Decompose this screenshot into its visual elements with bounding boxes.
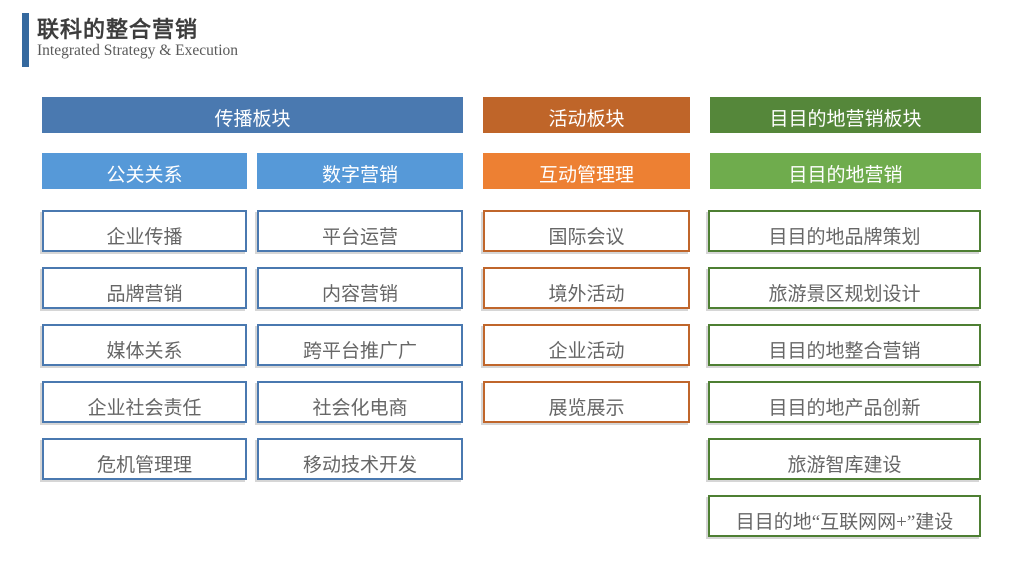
item-box: 平台运营 (257, 210, 463, 252)
title-accent-bar (22, 13, 29, 67)
section-header-events: 活动板块 (483, 97, 690, 133)
item-box: 展览展示 (483, 381, 690, 423)
page-subtitle: Integrated Strategy & Execution (37, 42, 239, 59)
item-box: 内容营销 (257, 267, 463, 309)
item-box: 旅游智库建设 (708, 438, 981, 480)
item-box: 社会化电商 (257, 381, 463, 423)
item-box: 跨平台推广广 (257, 324, 463, 366)
item-box: 媒体关系 (42, 324, 247, 366)
page-title: 联科的整合营销 (37, 17, 199, 42)
section-header-communication: 传播板块 (42, 97, 463, 133)
subheader-public-relations: 公关关系 (42, 153, 247, 189)
item-box: 移动技术开发 (257, 438, 463, 480)
item-box: 目目的地“互联网网+”建设 (708, 495, 981, 537)
subheader-digital-marketing: 数字营销 (257, 153, 463, 189)
section-header-destination: 目目的地营销板块 (710, 97, 981, 133)
subheader-interactive-management: 互动管理理 (483, 153, 690, 189)
subheader-destination-marketing: 目目的地营销 (710, 153, 981, 189)
item-box: 企业传播 (42, 210, 247, 252)
item-box: 品牌营销 (42, 267, 247, 309)
item-box: 企业活动 (483, 324, 690, 366)
item-box: 目目的地品牌策划 (708, 210, 981, 252)
item-box: 国际会议 (483, 210, 690, 252)
item-box: 目目的地整合营销 (708, 324, 981, 366)
item-box: 旅游景区规划设计 (708, 267, 981, 309)
item-box: 企业社会责任 (42, 381, 247, 423)
item-box: 危机管理理 (42, 438, 247, 480)
item-box: 目目的地产品创新 (708, 381, 981, 423)
item-box: 境外活动 (483, 267, 690, 309)
